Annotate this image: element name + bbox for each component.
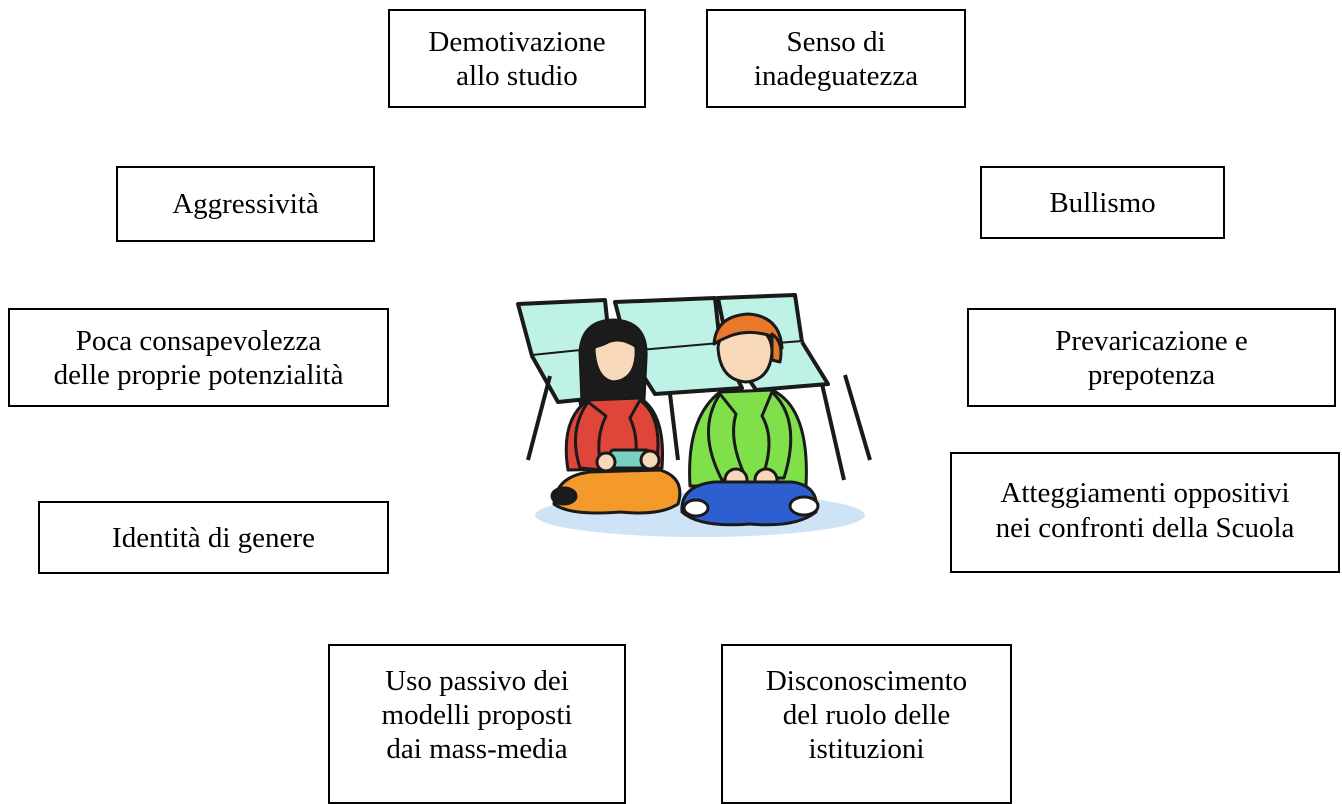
box-line: Atteggiamenti oppositivi (1000, 476, 1290, 509)
box-line: dai mass-media (386, 733, 568, 765)
box-line: del ruolo delle (782, 699, 951, 731)
box-identita-label: Identità di genere (112, 521, 315, 555)
box-bullismo-label: Bullismo (1049, 186, 1155, 220)
box-line: inadeguatezza (753, 59, 919, 92)
box-atteggiamenti-oppositivi: Atteggiamenti oppositivi nei confronti d… (950, 452, 1340, 573)
box-line: Uso passivo dei (385, 665, 569, 697)
box-line: istituzioni (808, 733, 925, 765)
box-line: allo studio (456, 59, 578, 92)
box-demotivazione-label: Demotivazione allo studio (428, 25, 605, 93)
box-line: Senso di (786, 25, 886, 58)
box-identita-di-genere: Identità di genere (38, 501, 389, 574)
box-line: Identità di genere (112, 521, 315, 554)
box-uso-passivo: Uso passivo dei modelli proposti dai mas… (328, 644, 626, 804)
box-line: Aggressività (172, 188, 319, 220)
box-disconoscimento: Disconoscimento del ruolo delle istituzi… (721, 644, 1012, 804)
children-with-chairs-clipart (516, 293, 872, 537)
box-line: prepotenza (1087, 358, 1216, 391)
box-line: modelli proposti (381, 699, 573, 731)
box-line: Bullismo (1049, 186, 1156, 219)
box-prevaricazione: Prevaricazione e prepotenza (967, 308, 1336, 407)
box-uso-label: Uso passivo dei modelli proposti dai mas… (382, 664, 573, 766)
box-bullismo: Bullismo (980, 166, 1225, 239)
box-line: Demotivazione (428, 25, 606, 58)
box-senso-label: Senso di inadeguatezza (754, 25, 918, 93)
box-aggressivita: Aggressività (116, 166, 375, 242)
box-poca-label: Poca consapevolezza delle proprie potenz… (54, 324, 344, 392)
box-line: delle proprie potenzialità (53, 358, 344, 391)
boy-figure (680, 312, 820, 527)
box-line: Prevaricazione e (1055, 324, 1248, 357)
box-poca-consapevolezza: Poca consapevolezza delle proprie potenz… (8, 308, 389, 407)
box-senso-di-inadeguatezza: Senso di inadeguatezza (706, 9, 966, 108)
box-aggressivita-label: Aggressività (172, 187, 319, 221)
box-disconoscimento-label: Disconoscimento del ruolo delle istituzi… (766, 664, 967, 766)
box-line: Disconoscimento (765, 665, 968, 697)
box-prevaricazione-label: Prevaricazione e prepotenza (1055, 324, 1247, 392)
box-atteggiamenti-label: Atteggiamenti oppositivi nei confronti d… (996, 476, 1295, 546)
girl-figure (550, 318, 682, 515)
box-line: Poca consapevolezza (75, 324, 322, 357)
box-demotivazione: Demotivazione allo studio (388, 9, 646, 108)
box-line: nei confronti della Scuola (995, 511, 1295, 544)
